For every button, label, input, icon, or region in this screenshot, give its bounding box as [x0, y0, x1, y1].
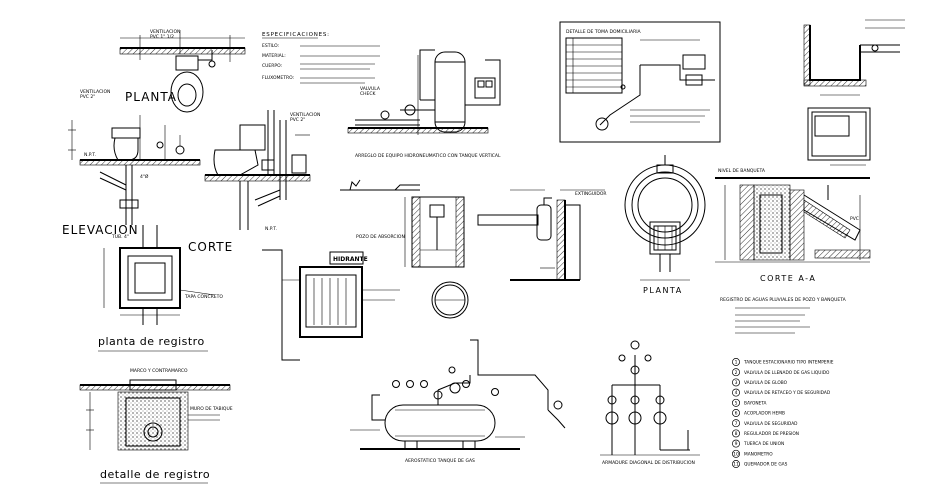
corte-aa-title: CORTE A-A	[760, 274, 816, 283]
wc-plan-detail: VENTILACION PVC 1" 1/2	[119, 29, 246, 113]
svg-text:4"Ø: 4"Ø	[140, 173, 149, 180]
legend-number: 11	[733, 462, 739, 468]
svg-text:VALVULA: VALVULA	[360, 86, 381, 92]
svg-text:EXTINGUIDOR: EXTINGUIDOR	[575, 191, 607, 197]
svg-text:MARCO Y CONTRAMARCO: MARCO Y CONTRAMARCO	[130, 368, 188, 374]
legend-label: BAYONETA	[744, 400, 767, 406]
corte-mid-title: CORTE	[188, 240, 233, 254]
sistema-label: ARMADURE DIAGONAL DE DISTRIBUCION	[602, 460, 695, 466]
legend-number: 4	[735, 390, 738, 396]
legend-label: VALVULA DE LLENADO DE GAS LIQUIDO	[744, 370, 830, 376]
registro-top-right-detail	[803, 19, 905, 166]
legend-label: VALVULA DE SEGURIDAD	[744, 421, 798, 427]
hidrante-detail: HIDRANTE	[262, 249, 400, 361]
legend-number: 1	[735, 360, 738, 366]
svg-text:VENTILACION: VENTILACION	[150, 29, 180, 35]
legend-number: 5	[735, 400, 738, 406]
pozo-absorcion-detail: POZO DE ABSORCION	[340, 179, 469, 319]
spec-line-2: MATERIAL:	[262, 53, 286, 59]
spec-line-4: FLUXOMETRO:	[262, 75, 294, 81]
legend-label: REGULADOR DE PRESION	[744, 431, 799, 437]
svg-text:TAPA CONCRETO: TAPA CONCRETO	[184, 294, 223, 300]
legend-label: QUEMADOR DE GAS	[744, 462, 788, 468]
legend-marker	[732, 460, 740, 468]
detalle-registro-detail: MARCO Y CONTRAMARCO MURO DE TABIQUE	[79, 368, 233, 451]
planta-registro-title: planta de registro	[98, 335, 205, 348]
wc-elevation-detail: VENTILACION PVC 2" N.P.T. 4"Ø	[68, 89, 201, 225]
legend-marker	[732, 439, 740, 448]
legend-label: VALVULA DE RETACEO Y DE SEGURIDAD	[744, 390, 831, 396]
spec-line-3: CUERPO:	[262, 63, 282, 69]
svg-text:PVC 2": PVC 2"	[80, 94, 95, 100]
svg-text:TUB. 4": TUB. 4"	[111, 234, 129, 240]
legend-number: 10	[733, 451, 739, 457]
legend-label: MANOMETRO	[744, 451, 773, 457]
legend-marker	[732, 368, 740, 377]
hidroneumatico-label: ARREGLO DE EQUIPO HIDRONEUMATICO CON TAN…	[355, 153, 501, 159]
elevacion-title: ELEVACION	[62, 223, 139, 237]
legend-marker	[732, 378, 740, 387]
legend-marker	[732, 419, 740, 428]
legend-label: TUERCA DE UNION	[743, 441, 784, 447]
legend-marker	[732, 388, 740, 397]
wc-section-detail: VENTILACION PVC 2" N.P.T.	[204, 110, 320, 232]
tanque-gas-label: AEROSTATICO TANQUE DE GAS	[405, 458, 475, 464]
legend-marker	[732, 409, 740, 417]
hidroneumatico-detail: ARREGLO DE EQUIPO HIDRONEUMATICO CON TAN…	[347, 49, 501, 159]
svg-text:N.P.T.: N.P.T.	[84, 152, 96, 158]
legend-label: ACOPLADOR HEMB	[744, 411, 785, 417]
planta-registro-detail: TUB. 4" TAPA CONCRETO	[103, 225, 223, 325]
legend-number: 9	[735, 441, 738, 447]
planta-right-title: PLANTA	[643, 286, 683, 295]
svg-text:PVC: PVC	[850, 216, 859, 222]
gas-distribution-detail: ARMADURE DIAGONAL DE DISTRIBUCION	[600, 340, 700, 466]
planta-top-title: PLANTA	[125, 90, 177, 104]
legend-marker	[732, 429, 740, 438]
hidrante-title: HIDRANTE	[333, 256, 368, 263]
pozo-label: POZO DE ABSORCION	[356, 234, 405, 240]
toma-domiciliaria-detail: DETALLE DE TOMA DOMICILIARIA	[559, 21, 721, 143]
legend-marker	[732, 398, 740, 407]
registro-pluvial-notes: REGISTRO DE AGUAS PLUVIALES DE POZO Y BA…	[720, 297, 847, 334]
legend-number: 7	[735, 421, 738, 427]
svg-text:PVC 2": PVC 2"	[290, 117, 305, 123]
registro-pozo-label: REGISTRO DE AGUAS PLUVIALES DE POZO Y BA…	[720, 297, 847, 303]
corte-aa-detail: PVC NIVEL DE BANQUETA	[715, 168, 871, 263]
svg-text:NIVEL DE BANQUETA: NIVEL DE BANQUETA	[718, 168, 766, 174]
svg-text:PVC 1" 1/2: PVC 1" 1/2	[150, 34, 174, 40]
svg-text:VENTILACION: VENTILACION	[80, 89, 110, 95]
toma-label: DETALLE DE TOMA DOMICILIARIA	[566, 29, 642, 35]
svg-text:N.P.T.: N.P.T.	[265, 226, 277, 232]
especificaciones-title: ESPECIFICACIONES:	[262, 32, 330, 38]
legend-number: 8	[735, 431, 738, 437]
svg-text:MURO DE TABIQUE: MURO DE TABIQUE	[190, 406, 233, 412]
column-extinguisher-detail: EXTINGUIDOR	[477, 189, 607, 281]
legend-label: VALVULA DE GLOBO	[744, 380, 788, 386]
legend-number: 2	[735, 370, 738, 376]
especificaciones-block: ESPECIFICACIONES: ESTILO: MATERIAL: CUER…	[262, 32, 380, 84]
planta-right-detail	[624, 155, 706, 281]
legend-label: TANQUE ESTACIONARIO TIPO INTEMPERIE	[743, 360, 834, 366]
tanque-gas-detail: AEROSTATICO TANQUE DE GAS	[350, 339, 566, 464]
legend-marker	[732, 449, 740, 458]
detalle-registro-title: detalle de registro	[100, 468, 210, 481]
spec-line-1: ESTILO:	[262, 43, 279, 49]
svg-text:VENTILACION: VENTILACION	[290, 112, 320, 118]
legend-number: 3	[735, 380, 738, 386]
legend-marker	[732, 358, 740, 366]
legend-number: 6	[735, 411, 738, 417]
svg-text:CHECK: CHECK	[360, 91, 377, 97]
